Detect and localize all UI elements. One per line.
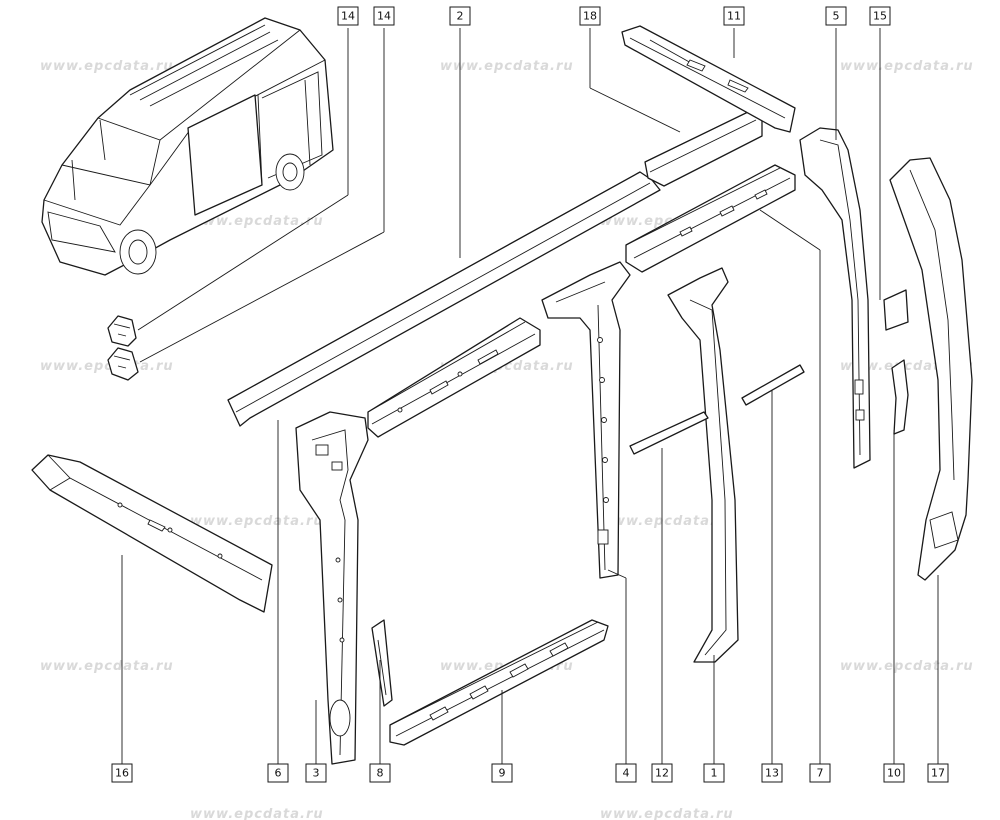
callout-14b: 14 [373,6,395,26]
watermark: www.epcdata.ru [840,659,974,674]
callout-12: 12 [651,763,673,783]
watermark: www.epcdata.ru [600,514,734,529]
watermark: www.epcdata.ru [40,359,174,374]
callout-label: 4 [623,767,630,780]
callout-label: 16 [115,767,129,780]
part-6-side-rail-lower [367,317,541,438]
watermark: www.epcdata.ru [440,59,574,74]
callout-6: 6 [267,763,289,783]
part-7-side-rail [625,164,796,273]
part-10-clip [891,359,909,435]
callout-1: 1 [703,763,725,783]
watermark: www.epcdata.ru [40,659,174,674]
callout-label: 10 [887,767,901,780]
callout-7: 7 [809,763,831,783]
callout-label: 14 [341,10,355,23]
watermark: www.epcdata.ru [600,807,734,820]
callout-10: 10 [883,763,905,783]
callout-label: 8 [377,767,384,780]
watermark: www.epcdata.ru [190,514,324,529]
callout-label: 17 [931,767,945,780]
callout-label: 14 [377,10,391,23]
callout-18: 18 [579,6,601,26]
callout-label: 11 [727,10,741,23]
part-3-a-pillar [295,411,369,765]
part-4-b-pillar [541,261,631,579]
watermark: www.epcdata.ru [40,59,174,74]
callout-11: 11 [723,6,745,26]
callout-15: 15 [869,6,891,26]
parts-12-13-strips [629,364,805,455]
callout-label: 3 [313,767,320,780]
part-2-roof-rail [227,171,661,427]
callout-label: 15 [873,10,887,23]
callout-label: 13 [765,767,779,780]
callout-label: 7 [817,767,824,780]
part-5-rear-pillar [799,127,871,469]
callout-4: 4 [615,763,637,783]
callout-9: 9 [491,763,513,783]
callout-13: 13 [761,763,783,783]
callout-label: 2 [457,10,464,23]
callout-label: 12 [655,767,669,780]
callout-label: 6 [275,767,282,780]
van-illustration [41,17,334,276]
callout-2: 2 [449,6,471,26]
callout-8: 8 [369,763,391,783]
callout-label: 18 [583,10,597,23]
watermark: www.epcdata.ru [190,214,324,229]
callout-17: 17 [927,763,949,783]
callout-16: 16 [111,763,133,783]
callout-label: 9 [499,767,506,780]
callout-label: 1 [711,767,718,780]
part-14-brackets [107,315,139,381]
callout-3: 3 [305,763,327,783]
callout-5: 5 [825,6,847,26]
part-9-sill [389,619,609,746]
part-1-pillar-reinforcement [667,267,739,663]
part-17-rear-panel [889,157,973,581]
part-16-front-crossmember [31,454,273,613]
callout-14a: 14 [337,6,359,26]
callout-label: 5 [833,10,840,23]
part-11-roof-bow [621,25,796,133]
watermark: www.epcdata.ru [190,807,324,820]
part-15-plate [883,289,909,331]
part-8-bracket [371,619,393,707]
leader-lines [121,28,939,765]
watermark: www.epcdata.ru [840,59,974,74]
